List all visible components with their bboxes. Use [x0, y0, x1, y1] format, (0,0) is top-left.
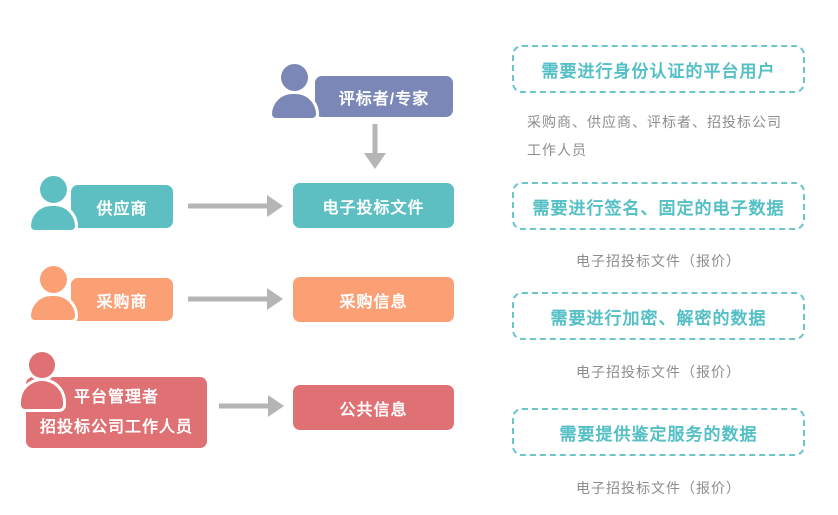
- procurement-info-box: 采购信息: [293, 277, 454, 322]
- bid-document-box: 电子投标文件: [293, 183, 454, 228]
- supplier-label-text: 供应商: [96, 200, 148, 218]
- arrow-right-icon: [219, 394, 285, 418]
- arrow-right-icon: [188, 194, 284, 218]
- arrow-down-icon: [363, 124, 387, 170]
- legend-box-encryption-title: 需要进行加密、解密的数据: [550, 308, 767, 328]
- arrow-right-icon: [188, 287, 284, 311]
- supplier-label: 供应商: [71, 185, 173, 228]
- legend-desc-identity-line2: 工作人员: [527, 142, 587, 158]
- public-info-box: 公共信息: [293, 385, 454, 430]
- legend-desc-identity-line1: 采购商、供应商、评标者、招投标公司: [527, 114, 782, 130]
- admin-label-line2: 招投标公司工作人员: [39, 418, 193, 436]
- legend-box-signature-title: 需要进行签名、固定的电子数据: [532, 198, 785, 218]
- procurement-info-box-text: 采购信息: [339, 293, 408, 311]
- admin-label-line1: 平台管理者: [73, 388, 159, 406]
- person-head: [280, 64, 308, 91]
- person-head: [29, 352, 55, 378]
- admin-label: 平台管理者 招投标公司工作人员: [26, 377, 207, 448]
- legend-box-identity-title: 需要进行身份认证的平台用户: [541, 61, 776, 81]
- evaluator-label: 评标者/专家: [315, 76, 453, 117]
- public-info-box-text: 公共信息: [339, 401, 408, 419]
- supplier-person-icon: [31, 176, 75, 230]
- person-torso: [31, 206, 75, 230]
- evaluator-person-icon: [272, 64, 316, 118]
- purchaser-label: 采购商: [71, 278, 173, 321]
- legend-box-appraisal-title: 需要提供鉴定服务的数据: [559, 424, 758, 444]
- legend-box-appraisal: 需要提供鉴定服务的数据: [512, 408, 805, 456]
- purchaser-label-text: 采购商: [96, 293, 148, 311]
- person-torso: [272, 94, 316, 118]
- evaluator-label-text: 评标者/专家: [338, 90, 430, 108]
- bid-document-box-text: 电子投标文件: [322, 199, 425, 217]
- legend-box-identity: 需要进行身份认证的平台用户: [512, 45, 805, 93]
- legend-box-signature: 需要进行签名、固定的电子数据: [512, 182, 805, 230]
- legend-desc-appraisal: 电子招投标文件（报价）: [576, 480, 741, 496]
- legend-desc-identity: 采购商、供应商、评标者、招投标公司 工作人员: [527, 108, 789, 164]
- person-torso: [21, 381, 63, 409]
- legend-box-encryption: 需要进行加密、解密的数据: [512, 292, 805, 340]
- purchaser-person-icon: [31, 266, 75, 320]
- admin-person-icon: [21, 352, 63, 409]
- legend-desc-signature: 电子招投标文件（报价）: [576, 253, 741, 269]
- person-torso: [31, 296, 75, 320]
- legend-desc-encryption: 电子招投标文件（报价）: [576, 364, 741, 380]
- person-head: [39, 176, 67, 203]
- person-head: [39, 266, 67, 293]
